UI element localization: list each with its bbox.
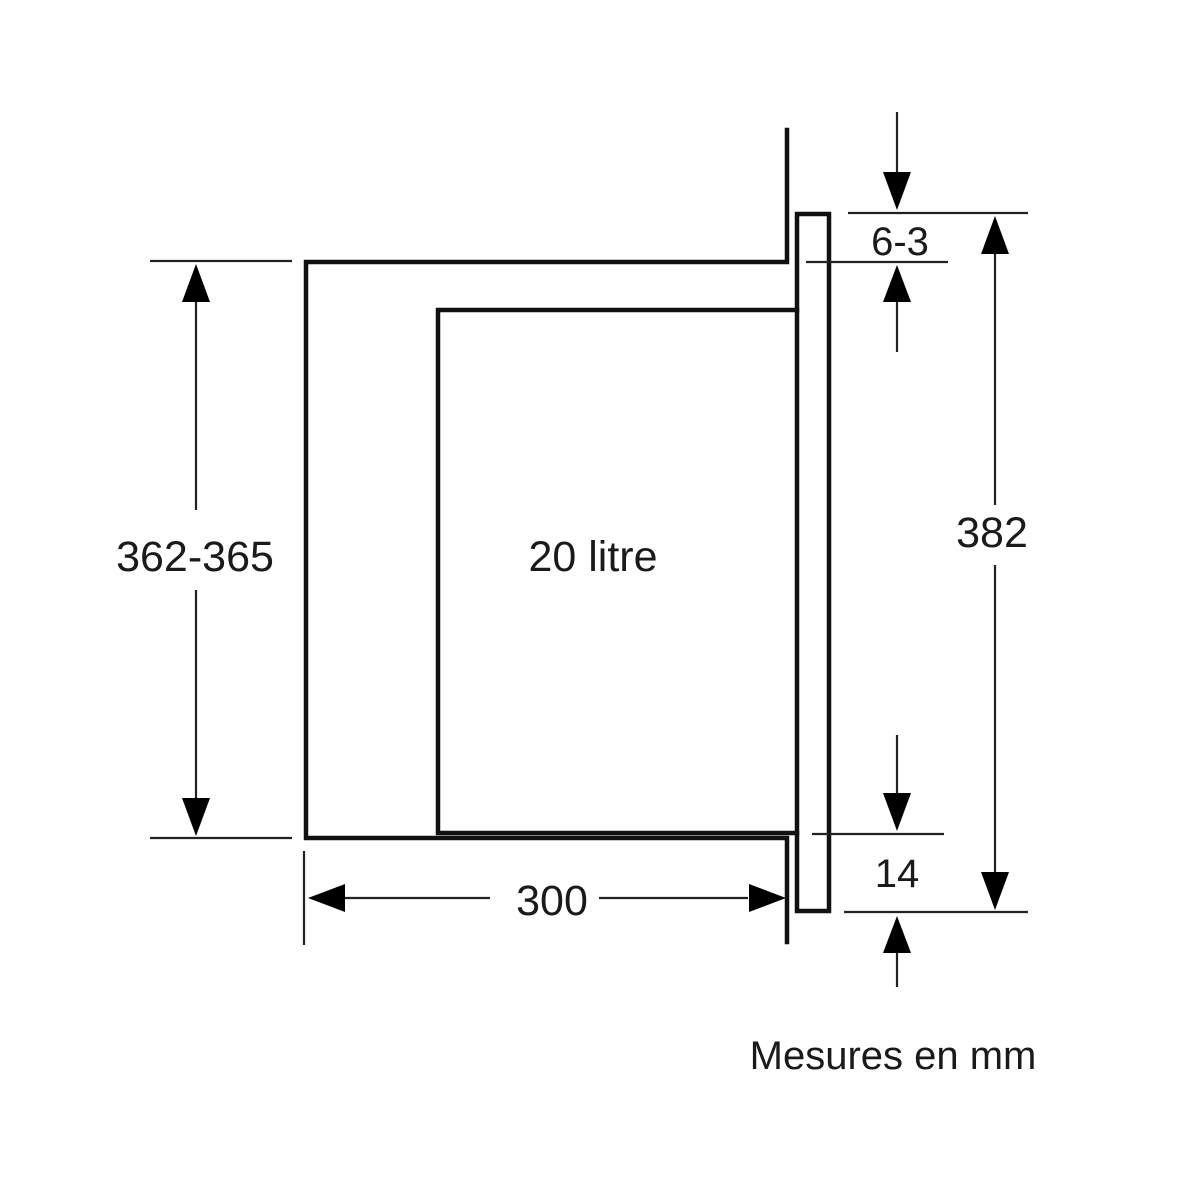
cavity-volume-label: 20 litre: [528, 533, 657, 581]
niche-height-label: 362-365: [116, 533, 274, 581]
units-note: Mesures en mm: [750, 1034, 1037, 1078]
dimension-bottom-offset: 14: [812, 735, 1028, 987]
arrow-down-icon: [981, 872, 1009, 910]
front-height-label: 382: [956, 509, 1028, 557]
dimension-niche-height: 362-365: [116, 259, 292, 840]
arrow-up-icon: [981, 216, 1009, 254]
dimension-front-height: 382: [956, 216, 1028, 910]
top-offset-label: 6-3: [871, 220, 929, 264]
arrow-down-icon: [182, 798, 210, 836]
niche-outline: [303, 127, 790, 945]
arrow-up-icon: [883, 916, 911, 953]
arrow-up-icon: [883, 265, 911, 302]
dimension-top-offset: 6-3: [806, 112, 1028, 352]
cabinet-niche: [303, 127, 790, 945]
appliance-outline: [435, 307, 800, 836]
depth-label: 300: [516, 877, 588, 925]
arrow-up-icon: [182, 264, 210, 302]
bottom-offset-label: 14: [875, 852, 920, 896]
front-frame: [794, 211, 832, 914]
appliance-body: [435, 307, 800, 836]
arrow-right-icon: [749, 884, 786, 912]
arrow-down-icon: [883, 793, 911, 831]
arrow-left-icon: [308, 884, 345, 912]
arrow-down-icon: [883, 172, 911, 210]
dimension-depth: 300: [302, 851, 786, 945]
